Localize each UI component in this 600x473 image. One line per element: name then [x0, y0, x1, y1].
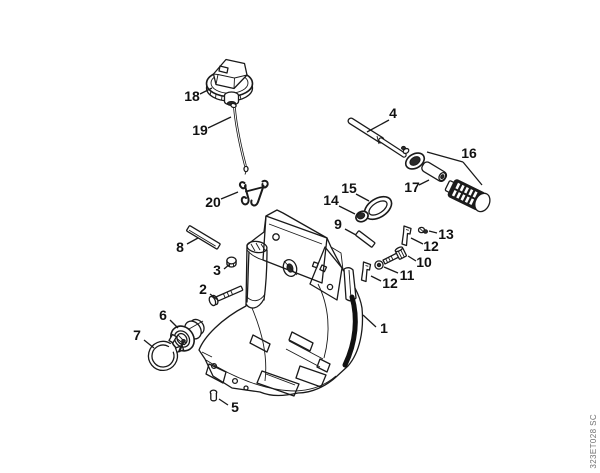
leader-line-filter-assembly-16	[426, 151, 464, 163]
grommet-part-14	[355, 210, 369, 223]
part-label-clamp-7: 7	[133, 327, 141, 343]
part-label-bolt-10: 10	[416, 254, 432, 270]
tank-housing-part-1	[198, 209, 364, 397]
part-label-hose-tube-17: 17	[404, 179, 420, 195]
leader-line-tank-housing-1	[362, 314, 377, 328]
leader-line-fuel-cap-18	[199, 87, 213, 95]
intake-boot-part-6	[170, 318, 205, 352]
leader-line-screw-2	[209, 293, 219, 301]
part-label-vent-rod-19: 19	[192, 122, 208, 138]
part-label-plug-5: 5	[231, 399, 239, 415]
part-label-grommet-14: 14	[323, 192, 339, 208]
part-label-spring-clip-20: 20	[205, 194, 221, 210]
filter-assembly-part-16	[401, 145, 491, 213]
part-label-pin-8: 8	[176, 239, 184, 255]
part-label-nut-3: 3	[213, 262, 221, 278]
leader-line-intake-boot-6	[169, 319, 179, 329]
part-label-washer-11: 11	[400, 267, 415, 283]
fuel-filter	[444, 179, 491, 213]
leader-line-gasket-15	[355, 193, 370, 202]
leader-line-hose-tube-17	[418, 179, 430, 186]
leader-line-spring-clip-20	[220, 191, 239, 200]
leader-line-vent-rod-19	[207, 116, 232, 129]
plug-part-5	[209, 389, 218, 402]
part-label-fuel-cap-18: 18	[184, 88, 200, 104]
part-label-tank-housing-1: 1	[380, 320, 388, 336]
watermark-code: 323ET028 SC	[589, 414, 598, 469]
leader-line-bolt-10	[407, 255, 417, 262]
part-label-screw-13: 13	[438, 226, 454, 242]
leader-line-nut-3	[223, 263, 231, 270]
clip-part-12-upper	[401, 225, 412, 247]
leader-line-fuel-hose-4	[366, 119, 390, 133]
leader-line-washer-11	[383, 266, 399, 274]
gasket-part-15	[363, 195, 393, 221]
fuel-cap-part-18	[205, 58, 254, 106]
part-label-screw-2: 2	[199, 281, 207, 297]
hose-tube-part-17	[421, 161, 448, 183]
leader-line-grommet-14	[338, 205, 356, 215]
part-label-gasket-15: 15	[341, 180, 357, 196]
washer-part-11	[374, 260, 384, 270]
leader-line-plug-5	[218, 398, 229, 406]
leader-line-pin-9	[344, 228, 357, 236]
part-label-filter-assembly-16: 16	[461, 145, 477, 161]
leader-line-screw-13	[428, 230, 438, 234]
screw-part-2	[208, 285, 244, 307]
pin-part-8	[186, 225, 221, 250]
part-label-pin-9: 9	[334, 216, 342, 232]
clamp-part-7	[147, 333, 186, 372]
part-label-clip-12-upper: 12	[423, 238, 439, 254]
leader-line-pin-8	[186, 237, 199, 245]
screw-part-13	[417, 226, 428, 234]
part-label-clip-12-lower: 12	[382, 275, 398, 291]
part-label-fuel-hose-4: 4	[389, 105, 397, 121]
pickup-grommet	[401, 145, 426, 170]
pin-part-9	[355, 230, 376, 248]
bolt-part-10	[382, 246, 407, 265]
spring-clip-part-20	[239, 179, 269, 207]
part-label-intake-boot-6: 6	[159, 307, 167, 323]
clip-part-12-lower	[360, 261, 372, 283]
leader-line-filter-assembly-16	[462, 161, 483, 186]
leader-line-clip-12-lower	[370, 275, 382, 282]
fuel-hose-part-4	[347, 117, 407, 158]
vent-rod-part-19	[230, 102, 249, 175]
leader-line-clamp-7	[143, 339, 155, 349]
leader-line-clip-12-upper	[410, 237, 424, 245]
